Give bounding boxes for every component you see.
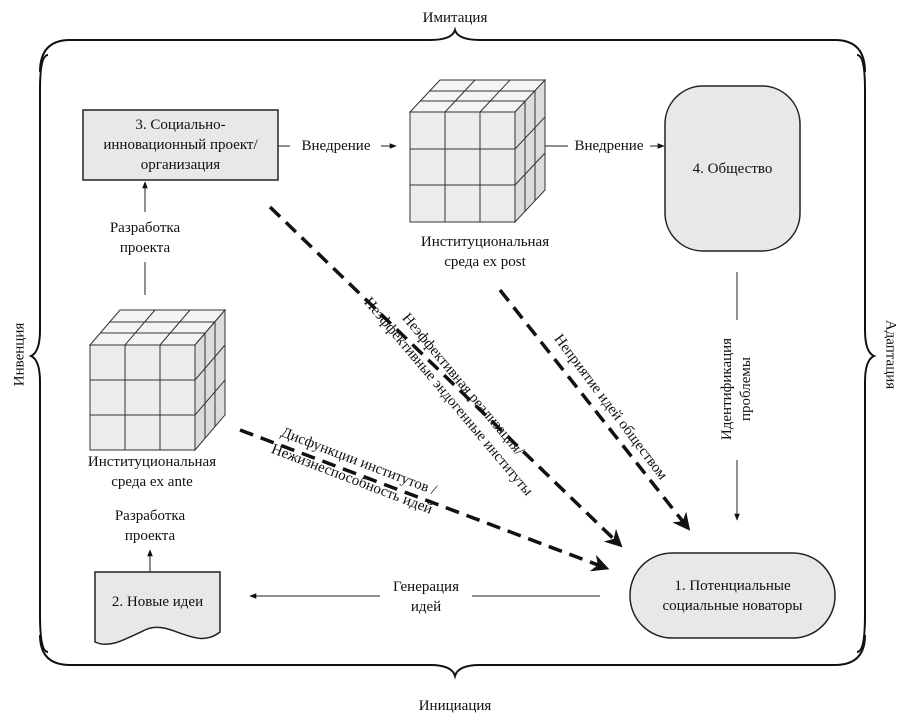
society-box xyxy=(664,85,801,252)
edge-label-identification-line2: проблемы xyxy=(738,357,754,421)
env-ante-label-line1: Институциональная xyxy=(87,454,217,470)
innovators-label-line1: 1. Потенциальные xyxy=(674,577,791,594)
edge-label-generation-line1: Генерация xyxy=(393,579,459,595)
env-ante-cube xyxy=(88,308,227,452)
env-post-label: Институциональная среда ex post xyxy=(405,232,565,272)
project-box xyxy=(82,109,279,181)
project-label-line3: организация xyxy=(140,157,221,173)
edge-label-develop-top-line1: Разработка xyxy=(109,220,181,236)
env-post-label-line1: Институциональная xyxy=(420,234,550,250)
frame-label-left: Инвенция xyxy=(11,322,28,387)
edge-rejection-line xyxy=(498,288,691,531)
ideas-label: 2. Новые идеи xyxy=(111,594,204,610)
innovators-label: 1. Потенциальные социальные новаторы xyxy=(630,553,835,638)
edge-ineffective-line xyxy=(268,205,623,548)
innovators-label-line2: социальные новаторы xyxy=(662,597,803,614)
edge-label-generation-line2: идей xyxy=(410,599,442,615)
env-post-cube xyxy=(408,78,547,224)
frame-label-right: Адаптация xyxy=(882,319,899,390)
society-label: 4. Общество xyxy=(692,160,773,177)
edge-label-develop-bottom-line2: проекта xyxy=(124,528,176,544)
frame-brace-left xyxy=(28,54,49,653)
innovators-box xyxy=(629,552,836,639)
env-ante-label-line2: среда ex ante xyxy=(111,474,193,490)
edge-label-develop-bottom-line1: Разработка xyxy=(114,508,186,524)
project-label-line2: инновационный проект/ xyxy=(103,137,258,153)
ideas-document xyxy=(94,571,221,646)
env-post-label-line2: среда ex post xyxy=(444,254,526,270)
edge-label-develop-top-line2: проекта xyxy=(119,240,171,256)
project-label: 3. Социально- инновационный проект/ орга… xyxy=(83,110,278,180)
edge-label-develop-bottom: Разработка проекта xyxy=(100,506,200,546)
env-ante-label: Институциональная среда ex ante xyxy=(72,452,232,492)
frame-brace-top xyxy=(39,26,866,73)
edge-label-implement2: Внедрение xyxy=(574,138,644,154)
edge-label-identification: Идентификация проблемы xyxy=(718,329,756,449)
project-label-line1: 3. Социально- xyxy=(135,117,226,133)
edge-label-develop-top: Разработка проекта xyxy=(95,218,195,258)
edge-label-identification-line1: Идентификация xyxy=(719,337,735,441)
frame-label-top: Имитация xyxy=(422,10,488,26)
frame-brace-right xyxy=(856,54,877,653)
edge-label-generation: Генерация идей xyxy=(376,577,476,617)
edge-label-implement1: Внедрение xyxy=(301,138,371,154)
frame-brace-bottom xyxy=(39,634,866,680)
frame-label-bottom: Инициация xyxy=(418,698,492,714)
